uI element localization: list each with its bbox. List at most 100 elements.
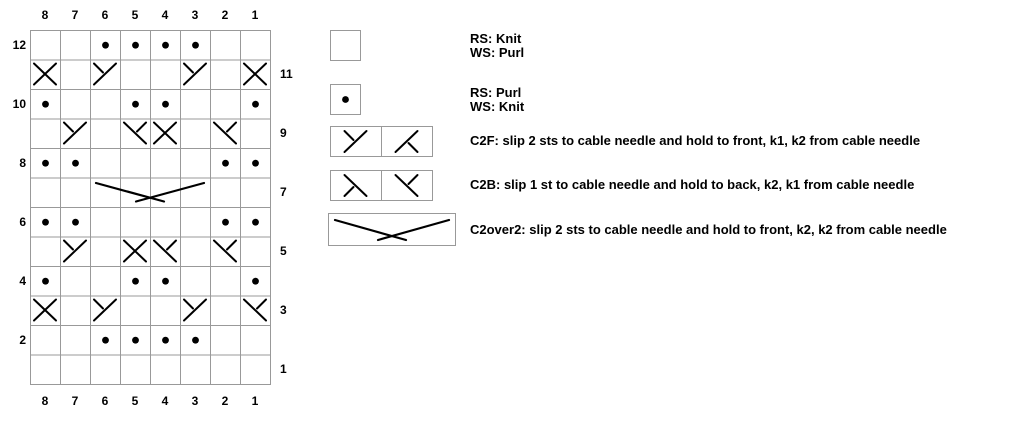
c2b-symbol	[343, 186, 355, 197]
cable-symbol	[153, 239, 177, 263]
c2over2-symbol	[333, 218, 408, 242]
purl-symbol-swatch	[330, 84, 361, 115]
purl-dot	[72, 159, 79, 167]
cable-symbol	[213, 239, 237, 263]
chart-cell	[180, 266, 211, 297]
cable-symbol	[93, 298, 117, 322]
chart-cell	[210, 177, 241, 208]
column-label-top: 5	[131, 8, 139, 22]
c2b-symbol	[407, 174, 419, 185]
purl-dot	[252, 159, 259, 167]
c2f-symbol	[343, 130, 368, 153]
column-label-bottom: 2	[221, 394, 229, 408]
knit-symbol-swatch	[330, 30, 361, 61]
chart-cell	[60, 295, 91, 326]
chart-cell	[90, 266, 121, 297]
swatch-cell	[328, 213, 456, 246]
row-label-left: 2	[19, 332, 26, 347]
chart-cell	[30, 118, 61, 149]
row-label-right: 7	[280, 185, 287, 200]
c2f-symbol-swatch	[330, 126, 433, 157]
chart-cell	[180, 177, 211, 208]
c2over2-symbol	[134, 181, 206, 203]
chart-cell	[180, 354, 211, 385]
cable-symbol	[33, 298, 57, 322]
cable-symbol	[183, 298, 194, 310]
chart-cell	[90, 236, 121, 267]
chart-cell	[210, 266, 241, 297]
row-label-right: 9	[280, 126, 287, 141]
purl-dot	[132, 100, 139, 108]
chart-cell	[60, 89, 91, 120]
chart-cell	[150, 207, 181, 238]
cable-symbol	[183, 62, 194, 74]
purl-dot	[192, 41, 199, 49]
column-label-bottom: 8	[41, 394, 49, 408]
chart-cell	[240, 30, 271, 61]
purl-dot	[252, 100, 259, 108]
c2b-symbol	[343, 174, 368, 197]
purl-dot	[102, 41, 109, 49]
cable-symbol	[123, 121, 147, 145]
purl-swatch	[330, 84, 361, 120]
row-label-right: 1	[280, 362, 287, 377]
legend-line: C2B: slip 1 st to cable needle and hold …	[470, 177, 915, 192]
column-label-top: 7	[71, 8, 79, 22]
chart-cell	[150, 354, 181, 385]
column-label-bottom: 4	[161, 394, 169, 408]
column-label-top: 2	[221, 8, 229, 22]
chart-cell	[90, 354, 121, 385]
chart-cell	[90, 177, 121, 208]
purl-dot	[42, 159, 49, 167]
chart-cell	[60, 177, 91, 208]
chart-cell	[180, 236, 211, 267]
chart-cell	[240, 118, 271, 149]
chart-cell	[210, 295, 241, 326]
column-label-bottom: 3	[191, 394, 199, 408]
purl-dot	[42, 100, 49, 108]
cable-symbol	[226, 239, 237, 251]
purl-dot	[252, 218, 259, 226]
chart-cell	[90, 207, 121, 238]
c2f-symbol	[407, 142, 419, 153]
legend-text-c2b: C2B: slip 1 st to cable needle and hold …	[470, 178, 914, 192]
chart-cell	[180, 207, 211, 238]
cable-symbol	[136, 121, 147, 133]
purl-dot	[222, 218, 229, 226]
cable-symbol	[63, 239, 87, 263]
cable-symbol	[33, 62, 57, 86]
chart-cell	[210, 89, 241, 120]
column-label-top: 1	[251, 8, 259, 22]
column-label-bottom: 1	[251, 394, 259, 408]
chart-cell	[240, 354, 271, 385]
column-label-top: 6	[101, 8, 109, 22]
swatch-cell	[330, 84, 361, 115]
row-label-left: 8	[19, 155, 26, 170]
chart-cell	[120, 354, 151, 385]
legend-line: C2over2: slip 2 sts to cable needle and …	[470, 222, 947, 237]
purl-dot	[132, 336, 139, 344]
chart-cell	[30, 30, 61, 61]
chart-cell	[150, 148, 181, 179]
chart-cell	[90, 148, 121, 179]
row-label-left: 4	[19, 273, 26, 288]
cable-symbol	[213, 121, 237, 145]
cable-symbol	[63, 239, 74, 251]
column-label-top: 8	[41, 8, 49, 22]
cable-symbol	[166, 239, 177, 251]
purl-dot	[42, 218, 49, 226]
chart-cell	[60, 354, 91, 385]
purl-dot	[162, 41, 169, 49]
chart-cell	[120, 148, 151, 179]
chart-cell	[180, 118, 211, 149]
purl-dot	[342, 96, 349, 103]
cable-symbol	[256, 298, 267, 310]
cable-symbol	[63, 121, 74, 133]
cable-symbol	[153, 121, 177, 145]
legend-text-c2f: C2F: slip 2 sts to cable needle and hold…	[470, 134, 920, 148]
purl-dot	[162, 277, 169, 285]
cable-symbol	[226, 121, 237, 133]
cable-symbol	[123, 239, 147, 263]
chart-cell	[120, 295, 151, 326]
legend-text-c2over2: C2over2: slip 2 sts to cable needle and …	[470, 223, 947, 237]
